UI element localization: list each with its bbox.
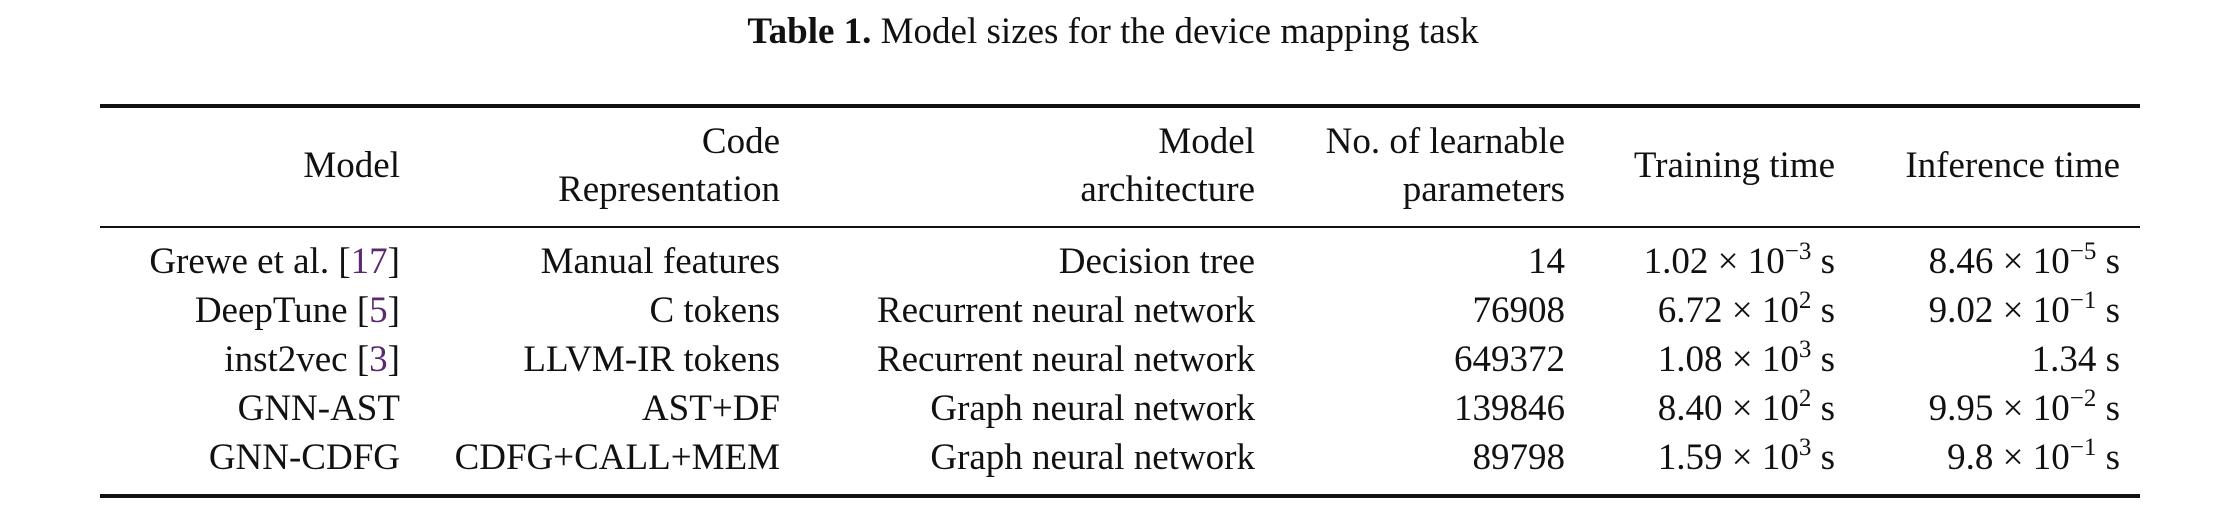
row-parameters: 76908 <box>1472 290 1566 331</box>
inference-mantissa: 8.46 × 10 <box>1928 241 2070 282</box>
inference-mantissa: 1.34 s <box>2031 339 2120 380</box>
row-inference-time: 9.02 × 10−1 s <box>1845 287 2120 335</box>
row-training-time: 6.72 × 102 s <box>1575 287 1835 335</box>
row-inference-time: 8.46 × 10−5 s <box>1845 238 2120 286</box>
training-mantissa: 1.59 × 10 <box>1657 437 1799 478</box>
inference-mantissa: 9.8 × 10 <box>1947 437 2070 478</box>
model-name: DeepTune [ <box>194 290 370 331</box>
inference-exponent: −1 <box>2069 434 2097 461</box>
row-architecture: Graph neural network <box>930 388 1255 429</box>
inference-exponent: −1 <box>2069 287 2097 314</box>
row-model: GNN-CDFG <box>100 434 400 482</box>
inference-mantissa: 9.02 × 10 <box>1928 290 2070 331</box>
training-exponent: 2 <box>1798 385 1812 412</box>
row-parameters: 139846 <box>1454 388 1565 429</box>
header-learnable-parameters: No. of learnable parameters <box>1265 118 1565 214</box>
row-code-representation: C tokens <box>649 290 780 331</box>
row-model: inst2vec [3] <box>100 336 400 384</box>
row-training-time: 1.02 × 10−3 s <box>1575 238 1835 286</box>
row-parameters: 89798 <box>1472 437 1566 478</box>
model-name: inst2vec [ <box>224 339 370 380</box>
table-top-rule <box>100 104 2140 108</box>
inference-unit: s <box>2096 437 2120 478</box>
row-code-representation: CDFG+CALL+MEM <box>454 437 780 478</box>
model-name: GNN-CDFG <box>208 437 400 478</box>
model-name: Grewe et al. [ <box>149 241 351 282</box>
training-unit: s <box>1811 241 1835 282</box>
citation-bracket: ] <box>387 339 400 380</box>
training-exponent: 2 <box>1798 287 1812 314</box>
header-model: Model <box>303 145 400 186</box>
row-inference-time: 9.8 × 10−1 s <box>1845 434 2120 482</box>
row-inference-time: 1.34 s <box>1845 336 2120 384</box>
training-unit: s <box>1811 388 1835 429</box>
inference-unit: s <box>2096 241 2120 282</box>
row-model: Grewe et al. [17] <box>100 238 400 286</box>
header-model-architecture-line2: architecture <box>1080 169 1255 210</box>
training-exponent: −3 <box>1784 238 1812 265</box>
training-mantissa: 6.72 × 10 <box>1657 290 1799 331</box>
table-bottom-rule <box>100 494 2140 498</box>
training-exponent: 3 <box>1798 434 1812 461</box>
inference-exponent: −2 <box>2069 385 2097 412</box>
header-learnable-parameters-line2: parameters <box>1402 169 1565 210</box>
table-caption: Table 1. Model sizes for the device mapp… <box>0 6 2226 58</box>
inference-unit: s <box>2096 388 2120 429</box>
caption-label: Table 1. <box>747 11 872 52</box>
training-unit: s <box>1811 290 1835 331</box>
header-code-representation-line2: Representation <box>558 169 780 210</box>
row-architecture: Decision tree <box>1058 241 1255 282</box>
row-architecture: Recurrent neural network <box>876 339 1255 380</box>
row-architecture: Graph neural network <box>930 437 1255 478</box>
caption-text: Model sizes for the device mapping task <box>871 11 1479 52</box>
header-inference-time: Inference time <box>1905 145 2120 186</box>
training-mantissa: 1.08 × 10 <box>1657 339 1799 380</box>
training-mantissa: 1.02 × 10 <box>1643 241 1785 282</box>
citation-link[interactable]: 3 <box>369 339 388 380</box>
model-name: GNN-AST <box>237 388 400 429</box>
row-code-representation: AST+DF <box>641 388 780 429</box>
inference-unit: s <box>2096 290 2120 331</box>
row-code-representation: LLVM-IR tokens <box>523 339 780 380</box>
row-training-time: 1.08 × 103 s <box>1575 336 1835 384</box>
header-code-representation-line1: Code <box>701 121 780 162</box>
header-code-representation: Code Representation <box>410 118 780 214</box>
row-parameters: 649372 <box>1454 339 1565 380</box>
row-training-time: 8.40 × 102 s <box>1575 385 1835 433</box>
header-training-time: Training time <box>1633 145 1835 186</box>
row-model: DeepTune [5] <box>100 287 400 335</box>
training-unit: s <box>1811 339 1835 380</box>
citation-bracket: ] <box>387 241 400 282</box>
training-unit: s <box>1811 437 1835 478</box>
header-model-architecture-line1: Model <box>1158 121 1255 162</box>
inference-exponent: −5 <box>2069 238 2097 265</box>
row-parameters: 14 <box>1528 241 1565 282</box>
row-model: GNN-AST <box>100 385 400 433</box>
training-exponent: 3 <box>1798 336 1812 363</box>
citation-link[interactable]: 5 <box>369 290 388 331</box>
citation-bracket: ] <box>387 290 400 331</box>
inference-mantissa: 9.95 × 10 <box>1928 388 2070 429</box>
header-model-architecture: Model architecture <box>790 118 1255 214</box>
row-inference-time: 9.95 × 10−2 s <box>1845 385 2120 433</box>
row-training-time: 1.59 × 103 s <box>1575 434 1835 482</box>
training-mantissa: 8.40 × 10 <box>1657 388 1799 429</box>
row-code-representation: Manual features <box>540 241 780 282</box>
header-learnable-parameters-line1: No. of learnable <box>1325 121 1565 162</box>
citation-link[interactable]: 17 <box>350 241 388 282</box>
table-header-rule <box>100 226 2140 228</box>
row-architecture: Recurrent neural network <box>876 290 1255 331</box>
